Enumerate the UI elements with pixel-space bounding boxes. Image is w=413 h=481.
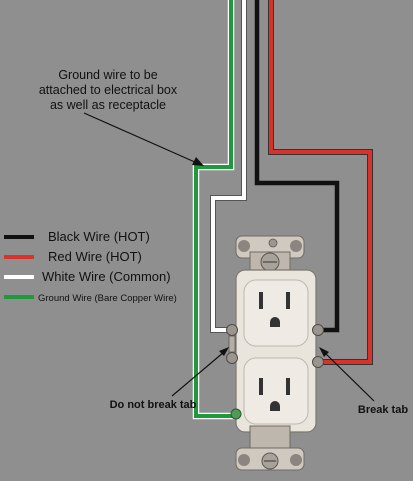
legend-item-ground: Ground Wire (Bare Copper Wire) [4,293,177,304]
legend-item-red: Red Wire (HOT) [4,249,142,264]
red-wire [268,0,373,365]
lower-outlet [259,378,290,411]
legend: Black Wire (HOT) Red Wire (HOT) White Wi… [4,229,177,304]
ground-note-arrow [83,112,198,164]
black-wire [254,0,340,333]
break-tab-callout: Break tab [319,347,408,416]
ground-note-line-1: Ground wire to be [58,68,157,82]
left-terminal-screws [226,324,242,420]
white-wire [210,0,247,333]
break-tab-label: Break tab [358,404,408,416]
ground-note-arrowhead [192,157,204,166]
do-not-break-tab-arrowhead [219,347,229,356]
right-terminal-screws [312,324,324,368]
ground-note-line-2: attached to electrical box [39,83,178,97]
legend-label-black: Black Wire (HOT) [48,229,150,244]
bottom-mounting-strap [235,425,305,471]
legend-label-red: Red Wire (HOT) [48,249,142,264]
legend-item-white: White Wire (Common) [4,269,171,284]
ground-note-line-3: as well as receptacle [50,98,166,112]
ground-wire [192,0,236,420]
break-tab-arrowhead [319,347,329,357]
legend-label-ground: Ground Wire (Bare Copper Wire) [38,293,177,304]
legend-label-white: White Wire (Common) [42,269,171,284]
receptacle [226,235,324,471]
ground-note: Ground wire to be attached to electrical… [39,68,204,166]
do-not-break-tab-label: Do not break tab [110,399,197,411]
upper-outlet [259,292,290,327]
legend-item-black: Black Wire (HOT) [4,229,150,244]
do-not-break-tab-callout: Do not break tab [110,347,229,411]
